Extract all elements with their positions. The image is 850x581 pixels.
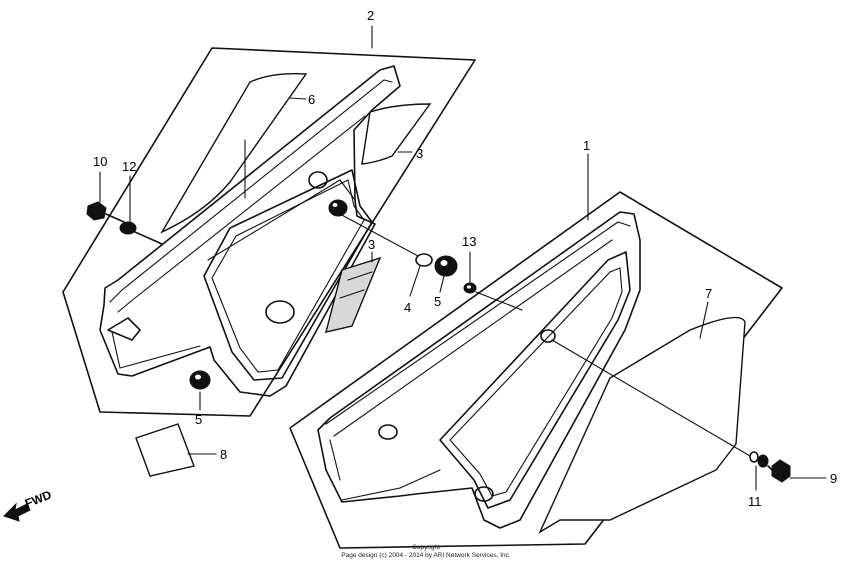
right-side-cover-inner-panel-rim [449, 267, 623, 497]
callout-3-upper: 3 [416, 146, 423, 161]
bolt-9 [767, 459, 791, 483]
washer-11 [749, 451, 769, 468]
fwd-label: FWD [23, 487, 54, 510]
left-side-cover-inner-panel-rim [211, 179, 365, 373]
callout-6: 6 [308, 92, 315, 107]
left-side-cover-group [62, 47, 477, 477]
grommet-top-hole [331, 202, 339, 208]
decal-6 [160, 72, 308, 234]
copyright-line-1: Copyright [412, 544, 440, 551]
callout-8: 8 [220, 447, 227, 462]
left-side-cover-body [99, 65, 401, 397]
right-cover-hole-3 [474, 486, 494, 502]
decal-7 [538, 316, 746, 534]
collar-12 [119, 221, 163, 245]
left-side-cover-inner-edge [111, 179, 356, 369]
callout-1: 1 [583, 138, 590, 153]
decal-3-lower-shade2 [339, 289, 365, 299]
callout-10: 10 [93, 154, 107, 169]
callout-2: 2 [367, 8, 374, 23]
mount-line-upper [475, 291, 523, 311]
right-cover-hole-1 [378, 424, 398, 440]
left-side-cover-inner-panel [203, 169, 373, 381]
right-side-cover-rim [325, 221, 631, 437]
collar-4 [339, 213, 433, 267]
callout-labels: 2 6 3 3 10 12 4 5 13 5 8 1 7 9 11 [93, 8, 837, 509]
cover-boss-2 [308, 171, 328, 189]
right-side-cover-group [289, 191, 791, 549]
callout-7: 7 [705, 286, 712, 301]
grommet-top [328, 199, 348, 217]
decal-3-upper [361, 103, 432, 165]
copyright-notice: Copyright Page design (c) 2004 - 2014 by… [341, 544, 511, 559]
leader-lines [99, 25, 827, 491]
bolt-10 [86, 201, 125, 223]
callout-5-right: 5 [434, 294, 441, 309]
grommet-5-lower-hole [194, 373, 202, 381]
callout-3-lower: 3 [368, 237, 375, 252]
washer-13 [463, 282, 477, 294]
callout-4: 4 [404, 300, 411, 315]
callout-12: 12 [122, 159, 136, 174]
cover-boss-1 [265, 300, 295, 324]
right-cover-lower-edge [329, 439, 441, 501]
fwd-arrow-icon [3, 502, 31, 522]
right-cover-hole-2 [540, 329, 556, 343]
grommet-5-right [434, 255, 458, 277]
callout-9: 9 [830, 471, 837, 486]
decal-3-lower [325, 256, 382, 333]
decal-8 [135, 423, 195, 477]
mount-line-lower [551, 339, 751, 457]
left-group-outline [62, 47, 476, 417]
callout-5-lower: 5 [195, 412, 202, 427]
decal-3-lower-shade1 [347, 271, 373, 281]
callout-11: 11 [748, 494, 762, 509]
fwd-indicator: FWD [3, 487, 54, 522]
callout-13: 13 [462, 234, 476, 249]
copyright-line-2: Page design (c) 2004 - 2014 by ARI Netwo… [341, 552, 511, 559]
left-side-cover-rim [109, 79, 393, 313]
cover-peg-left [107, 317, 141, 341]
right-side-cover-inner-panel [439, 251, 631, 509]
right-side-cover-body [317, 211, 641, 529]
